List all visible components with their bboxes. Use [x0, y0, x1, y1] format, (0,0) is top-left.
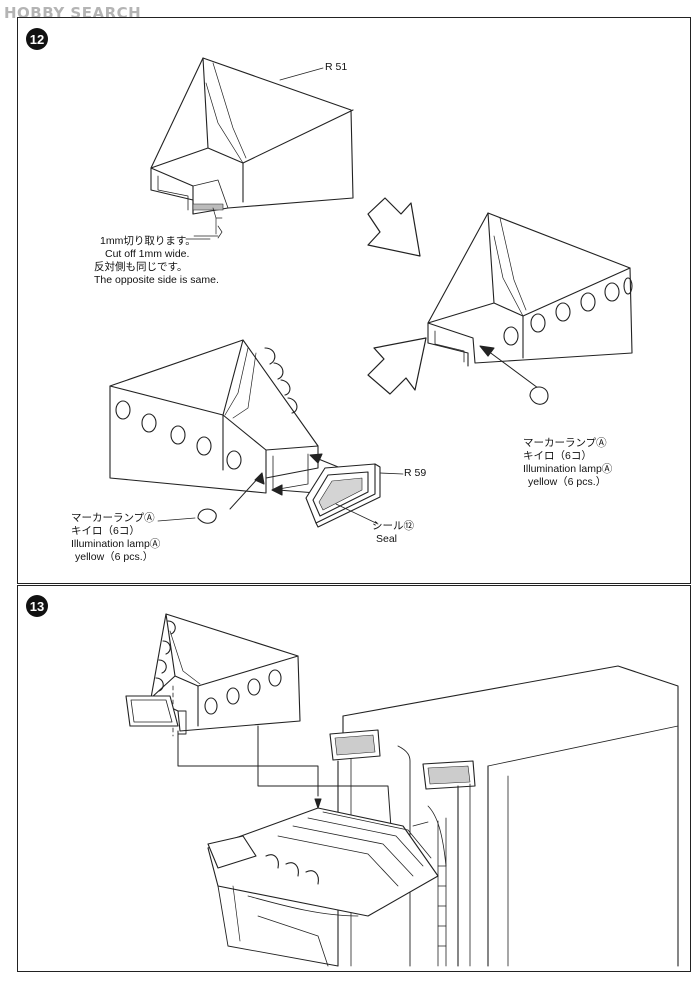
- visor-right-drawing: [428, 213, 632, 366]
- visor-left-drawing: [110, 340, 318, 493]
- lamp-left-line3: Illumination lampⒶ: [71, 538, 161, 550]
- lamp-left-line2: キイロ（6コ）: [71, 525, 140, 537]
- visor-top-drawing: [151, 58, 353, 238]
- leader-seal: [336, 504, 378, 524]
- seal-label-jp: シール⑫: [372, 520, 414, 532]
- step-13-panel: 13: [17, 585, 691, 972]
- arrow-down-right: [368, 198, 420, 256]
- visor-assembly-drawing: [126, 614, 300, 736]
- guide-line-1: [178, 731, 318, 796]
- cut-note-line4: The opposite side is same.: [94, 274, 219, 286]
- lamp-right-line4: yellow（6 pcs.）: [528, 476, 607, 488]
- step-12-panel: 12: [17, 17, 691, 584]
- lamp-right-line1: マーカーランプⒶ: [523, 437, 607, 449]
- cut-note-line2: Cut off 1mm wide.: [105, 248, 190, 260]
- lamp-left-line4: yellow（6 pcs.）: [75, 551, 154, 563]
- lamp-right-line2: キイロ（6コ）: [523, 450, 592, 462]
- guide-line-2: [258, 726, 393, 856]
- arrow-lamp-right: [480, 346, 494, 356]
- leader-r51: [280, 68, 323, 80]
- seal-label-en: Seal: [376, 533, 398, 545]
- truck-drawing: [208, 666, 678, 966]
- leader-r59: [380, 473, 403, 474]
- cut-note-line1: 1mm切り取ります。: [100, 235, 196, 247]
- step-13-illustration: [18, 586, 692, 973]
- arrow-lamp-left: [255, 473, 264, 484]
- step-12-number: 12: [26, 28, 48, 50]
- lamp-part-left: [198, 509, 216, 523]
- step-12-illustration: [18, 18, 692, 585]
- lamp-right-line3: Illumination lampⒶ: [523, 463, 613, 475]
- cut-note-line3: 反対側も同じです。: [94, 261, 188, 273]
- lamp-part-right: [530, 387, 548, 404]
- lamp-left-line1: マーカーランプⒶ: [71, 512, 155, 524]
- arrow-down-left: [368, 338, 426, 394]
- step-13-number: 13: [26, 595, 48, 617]
- label-r59: R 59: [404, 467, 427, 479]
- part-r59-drawing: [306, 464, 380, 527]
- label-r51: R 51: [325, 61, 348, 73]
